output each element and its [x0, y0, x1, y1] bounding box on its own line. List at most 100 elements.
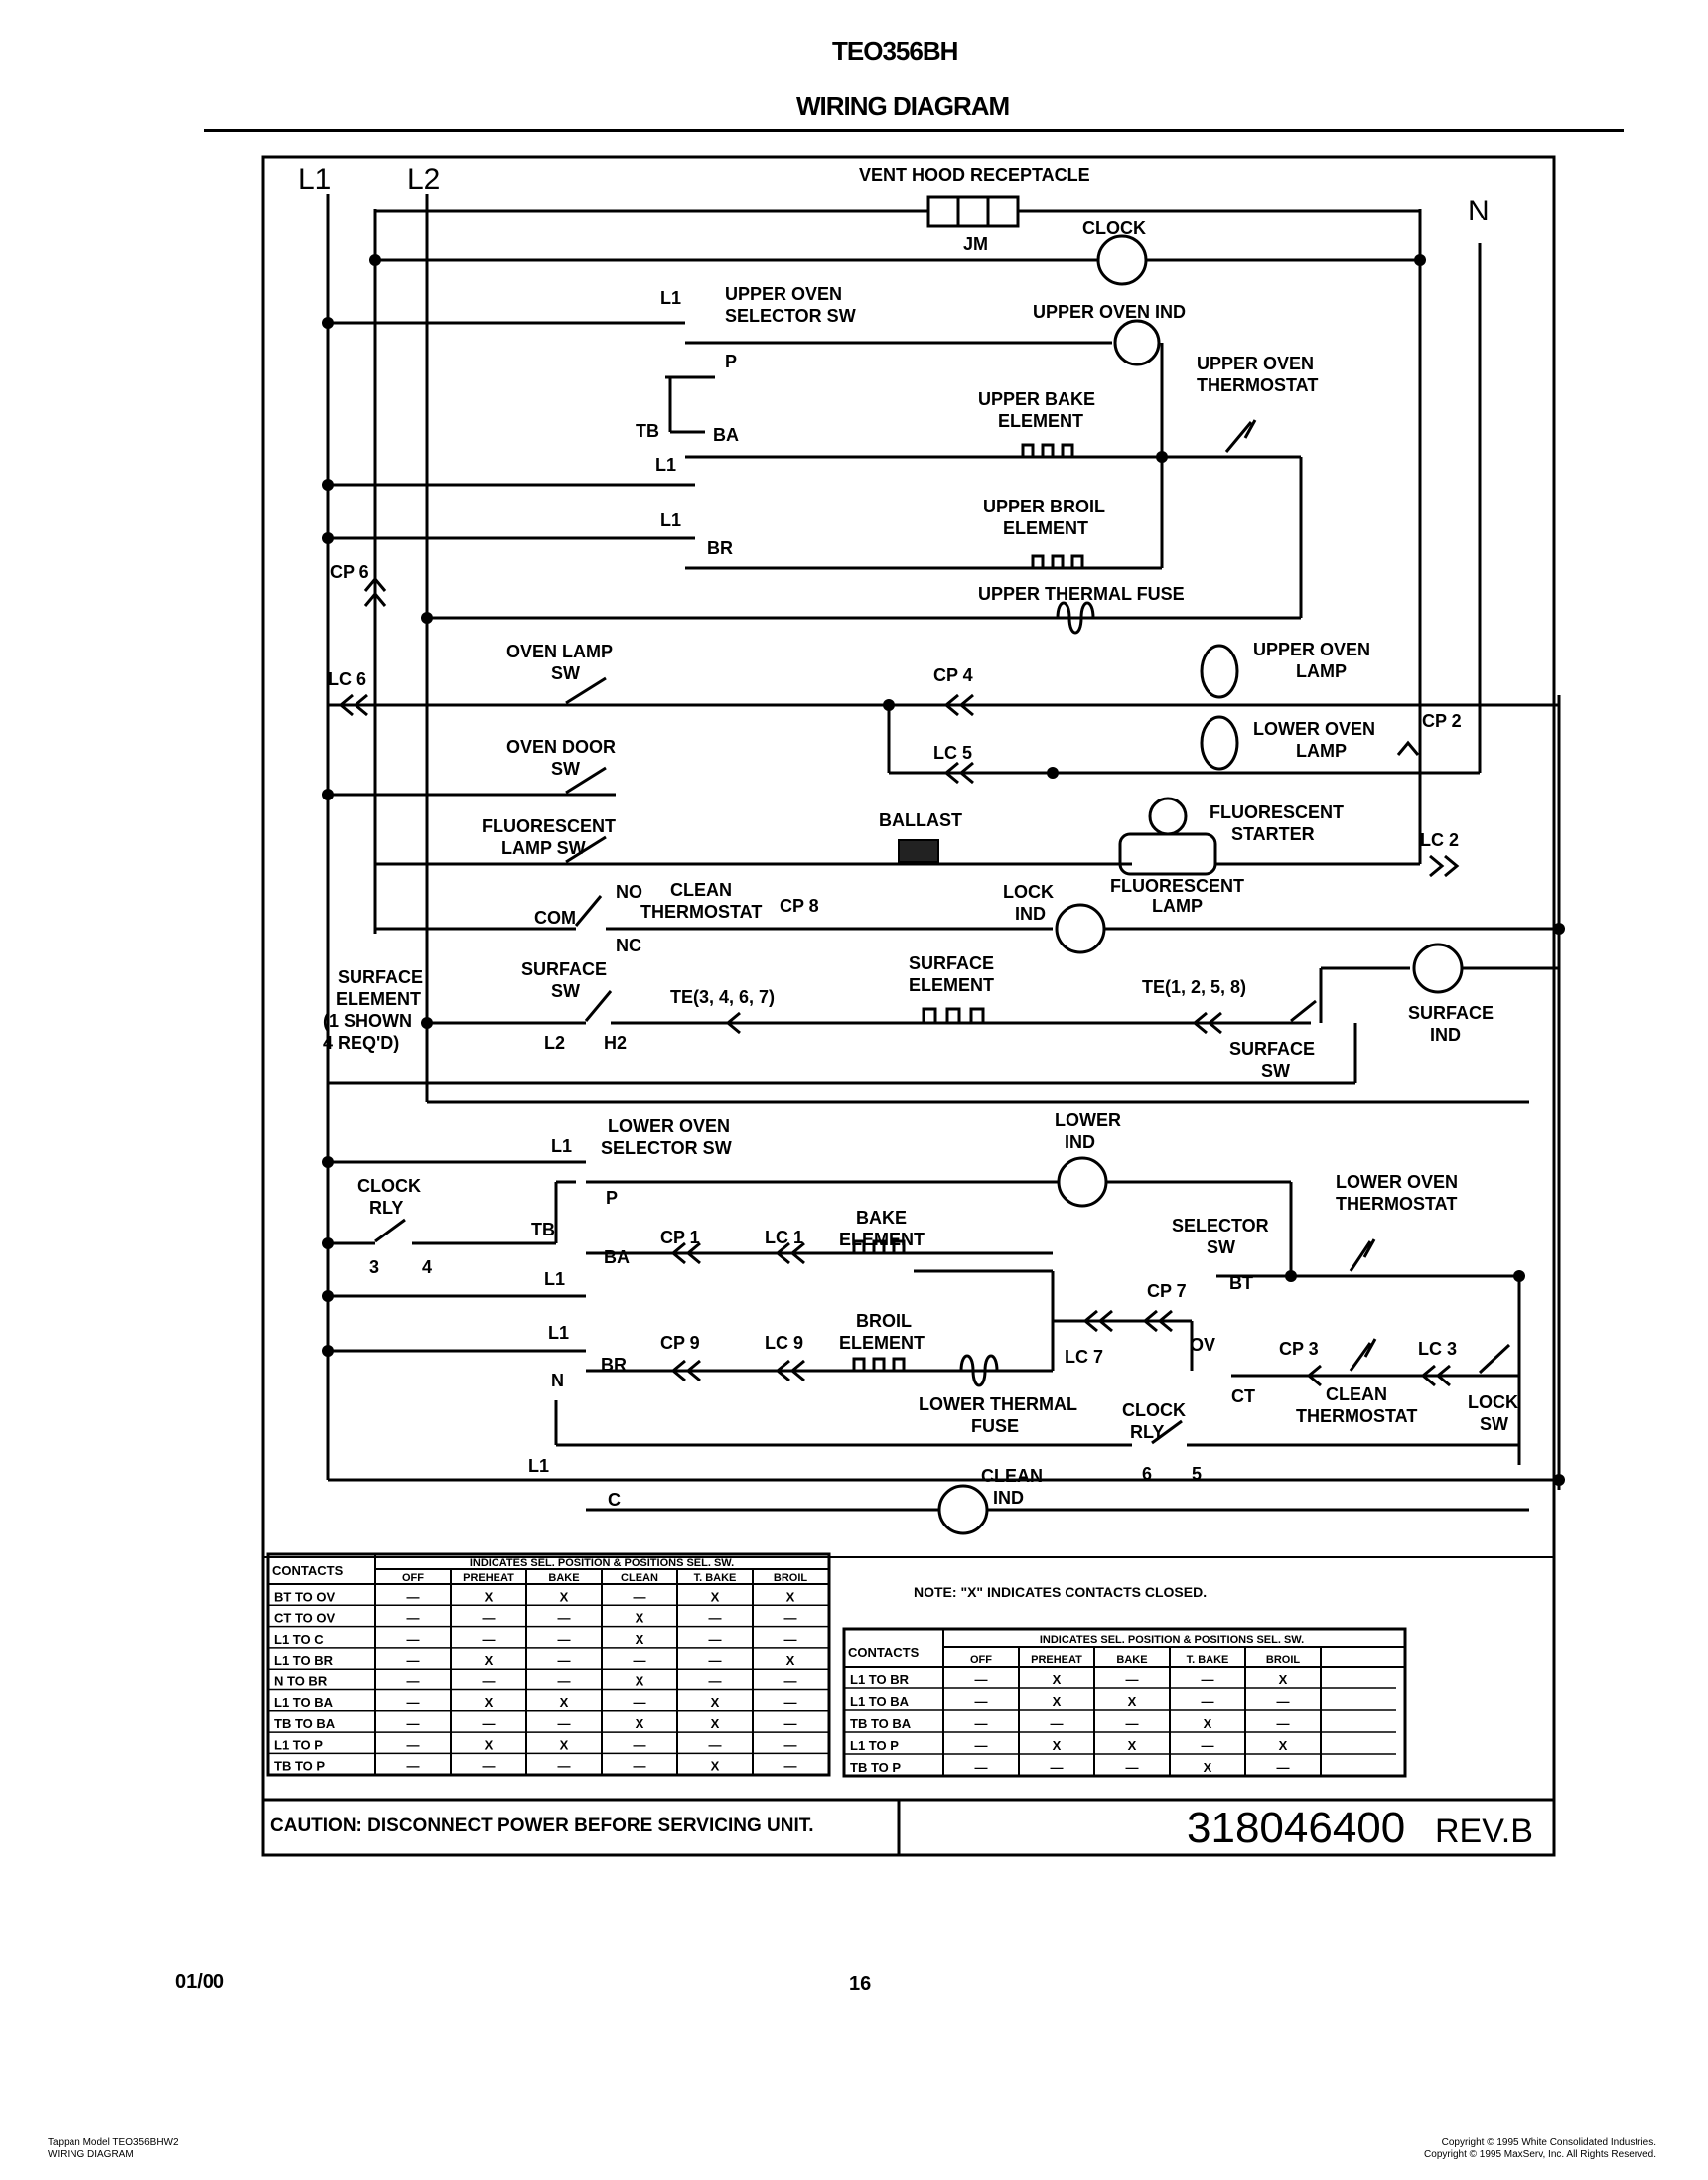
clock-rly-switch	[374, 1218, 406, 1243]
table-cell: —	[483, 1759, 496, 1774]
table-cell: X	[786, 1589, 795, 1604]
upper-bake-2: ELEMENT	[998, 411, 1083, 431]
table-row-name: TB TO BA	[850, 1716, 912, 1731]
cp6-label: CP 6	[330, 562, 369, 582]
svg-text:BROIL: BROIL	[1266, 1654, 1301, 1666]
ct-label: CT	[1231, 1386, 1255, 1406]
cp1-label: CP 1	[660, 1228, 700, 1247]
surface-left-1: SURFACE	[338, 967, 423, 987]
oven-lamp-sw-1: OVEN LAMP	[506, 642, 613, 661]
n-small: N	[551, 1371, 564, 1390]
copyright-2: Copyright © 1995 MaxServ, Inc. All Right…	[1424, 2149, 1656, 2160]
table-cell: X	[711, 1716, 720, 1731]
lower-sel-l1: L1	[551, 1136, 572, 1156]
right-contacts-table: CONTACTS INDICATES SEL. POSITION & POSIT…	[842, 1627, 1407, 1778]
table-cell: —	[558, 1632, 571, 1647]
surface-sw-l-1: SURFACE	[521, 959, 607, 979]
svg-text:BAKE: BAKE	[1116, 1654, 1147, 1666]
table-cell: —	[407, 1737, 420, 1752]
table-cell: —	[1126, 1672, 1139, 1687]
cp9-connector	[670, 1359, 701, 1382]
surface-left-2: ELEMENT	[336, 989, 421, 1009]
upper-sel-label-2: SELECTOR SW	[725, 306, 856, 326]
table-cell: —	[483, 1632, 496, 1647]
footer-date: 01/00	[175, 1971, 225, 1993]
lower-fuse-2: FUSE	[971, 1416, 1019, 1436]
upper-ba: BA	[713, 425, 739, 445]
table-cell: —	[634, 1695, 646, 1710]
table-cell: X	[1128, 1694, 1137, 1709]
clean-thermo-top-switch	[574, 895, 603, 927]
table-cell: —	[407, 1759, 420, 1774]
upper-broil-2: ELEMENT	[1003, 518, 1088, 538]
footer-copyright: Copyright © 1995 White Consolidated Indu…	[1424, 2137, 1656, 2161]
cp9-label: CP 9	[660, 1333, 700, 1353]
table-cell: —	[784, 1737, 797, 1752]
table-cell: —	[634, 1653, 646, 1668]
oven-lamp-sw-2: SW	[551, 663, 580, 683]
cp7-connector	[1082, 1309, 1173, 1333]
table-row-name: L1 TO BA	[850, 1694, 910, 1709]
svg-text:BROIL: BROIL	[774, 1572, 808, 1584]
upper-sel-l1: L1	[660, 288, 681, 308]
table-cell: —	[1202, 1694, 1214, 1709]
table-cell: —	[407, 1674, 420, 1689]
table-cell: —	[483, 1611, 496, 1626]
table-cell: X	[560, 1589, 569, 1604]
lc3-label: LC 3	[1418, 1339, 1457, 1359]
lower-thermostat-switch	[1349, 1238, 1376, 1272]
l2-label: L2	[407, 163, 440, 196]
table-cell: X	[1279, 1672, 1288, 1687]
caution-text: CAUTION: DISCONNECT POWER BEFORE SERVICI…	[270, 1816, 814, 1836]
fluor-lamp-2: LAMP	[1152, 896, 1203, 916]
page-number: 16	[849, 1973, 872, 1995]
surface-left-3: (1 SHOWN	[323, 1011, 412, 1031]
clean-ind-light	[937, 1484, 989, 1535]
table-row-name: L1 TO BR	[850, 1672, 910, 1687]
svg-text:T. BAKE: T. BAKE	[1187, 1654, 1229, 1666]
clean-ind-2: IND	[993, 1488, 1024, 1508]
table-row-name: L1 TO BR	[274, 1653, 334, 1668]
lower-lamp-2: LAMP	[1296, 741, 1347, 761]
table-cell: —	[407, 1716, 420, 1731]
table-cell: X	[1128, 1738, 1137, 1753]
surface-ind-light	[1412, 943, 1464, 994]
table-cell: —	[784, 1695, 797, 1710]
clock-label: CLOCK	[1082, 218, 1146, 238]
cp1-connector	[670, 1241, 701, 1265]
table-cell: —	[634, 1589, 646, 1604]
oven-door-sw-2: SW	[551, 759, 580, 779]
nc-label: NC	[616, 936, 641, 955]
clean-thermo-top-2: THERMOSTAT	[640, 902, 762, 922]
upper-broil-element	[1023, 554, 1092, 570]
upper-thermostat-switch	[1224, 419, 1257, 453]
table-cell: X	[636, 1716, 644, 1731]
lc7-label: LC 7	[1065, 1347, 1103, 1367]
surface-ind-2: IND	[1430, 1025, 1461, 1045]
table-row-name: L1 TO P	[850, 1738, 899, 1753]
lower-ba: BA	[604, 1247, 630, 1267]
lower-thermo-2: THERMOSTAT	[1336, 1194, 1457, 1214]
table-row-name: L1 TO BA	[274, 1695, 334, 1710]
table-cell: X	[485, 1589, 494, 1604]
oven-lamp-switch	[565, 676, 607, 705]
table-cell: —	[634, 1759, 646, 1774]
surface-element	[914, 1007, 993, 1025]
table-cell: —	[407, 1611, 420, 1626]
lc1-label: LC 1	[765, 1228, 803, 1247]
table-cell: —	[784, 1759, 797, 1774]
te-right: TE(1, 2, 5, 8)	[1142, 977, 1246, 997]
upper-bake-1: UPPER BAKE	[978, 389, 1095, 409]
upper-oven-lamp	[1200, 644, 1239, 699]
lower-l1: L1	[544, 1269, 565, 1289]
clock-rly2-switch	[1151, 1419, 1183, 1445]
upper-thermal-fuse	[1056, 601, 1095, 635]
oven-door-switch	[565, 766, 607, 795]
table-cell: —	[1051, 1760, 1064, 1775]
table-cell: —	[407, 1632, 420, 1647]
table-cell: X	[636, 1674, 644, 1689]
table-cell: —	[558, 1716, 571, 1731]
table-cell: X	[636, 1632, 644, 1647]
lower-ind-2: IND	[1065, 1132, 1095, 1152]
selector-sw-1: SELECTOR	[1172, 1216, 1269, 1235]
